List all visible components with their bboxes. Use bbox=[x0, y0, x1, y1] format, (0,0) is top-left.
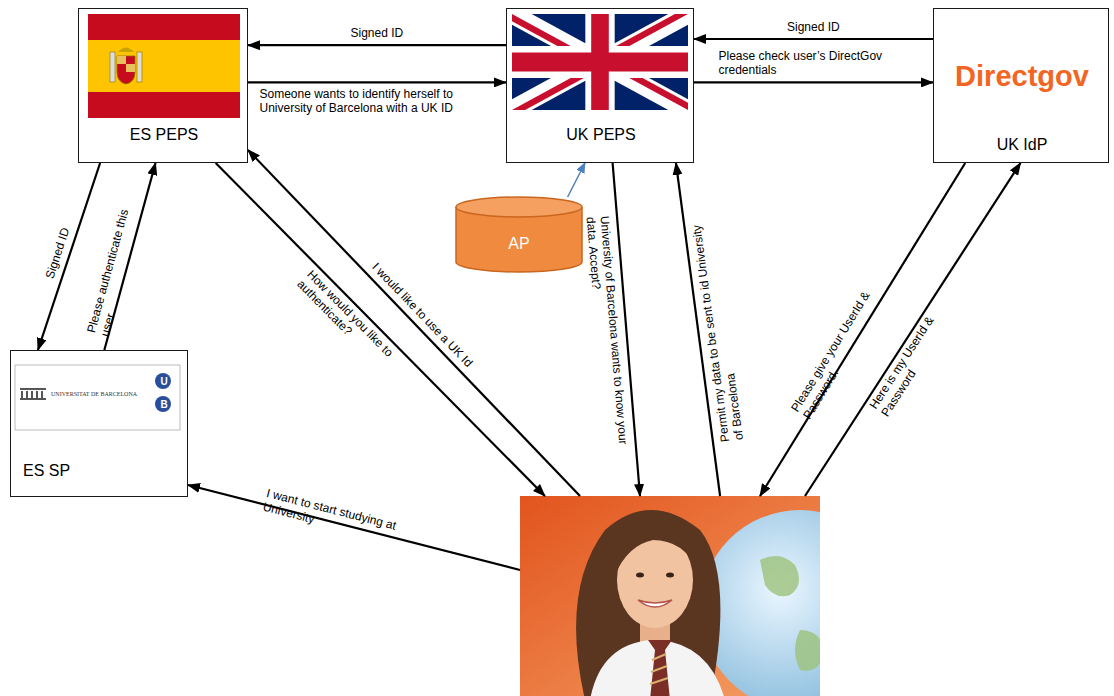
box-title: UK PEPS bbox=[507, 125, 695, 144]
flow-arrow bbox=[694, 81, 933, 83]
flow-label: How would you like to authenticate? bbox=[295, 267, 449, 423]
flow-label: Permit my data to be sent to id Universi… bbox=[688, 211, 746, 443]
flow-label: University of Barcelona wants to know yo… bbox=[584, 215, 631, 447]
flow-arrow bbox=[694, 38, 933, 40]
logo-text: UNIVERSITAT DE BARCELONA bbox=[51, 391, 151, 398]
university-logo bbox=[15, 365, 180, 430]
logo-text: Directgov bbox=[934, 59, 1110, 94]
flow-label: Please check user’s DirectGov credential… bbox=[719, 49, 909, 77]
attribute-store: AP bbox=[455, 197, 583, 272]
flow-label: Please authenticate this user bbox=[85, 182, 153, 338]
idp-box: Directgov UK IdP bbox=[933, 8, 1109, 163]
logo-letter: B bbox=[156, 398, 172, 412]
peps-box: ES PEPS bbox=[78, 8, 248, 163]
flow-arrow bbox=[216, 163, 545, 496]
flow-arrow bbox=[248, 150, 580, 496]
box-title: ES PEPS bbox=[79, 125, 249, 144]
flow-arrow bbox=[248, 44, 506, 46]
flow-arrow bbox=[568, 163, 585, 197]
uk-flag bbox=[512, 14, 688, 110]
flow-label: I want to start studying at University bbox=[262, 486, 452, 560]
flow-arrow bbox=[188, 485, 520, 570]
spain-flag bbox=[88, 14, 240, 118]
student-photo bbox=[520, 496, 820, 696]
logo-letter: U bbox=[156, 375, 172, 389]
flow-label: Signed ID bbox=[351, 26, 404, 40]
flow-label: Signed ID bbox=[43, 225, 73, 280]
peps-box: UK PEPS bbox=[506, 8, 694, 163]
student-node bbox=[520, 496, 820, 696]
flow-label: Here is my UserId & Password bbox=[867, 267, 979, 419]
flow-label: Someone wants to identify herself to Uni… bbox=[260, 87, 495, 115]
database-cylinder bbox=[456, 197, 582, 272]
box-title: UK IdP bbox=[934, 135, 1110, 154]
store-title: AP bbox=[455, 234, 583, 253]
service-provider-box: UB UNIVERSITAT DE BARCELONA ES SP bbox=[10, 350, 188, 497]
box-title: ES SP bbox=[23, 461, 123, 480]
flow-arrow bbox=[248, 81, 506, 83]
flow-label: Signed ID bbox=[787, 20, 840, 34]
